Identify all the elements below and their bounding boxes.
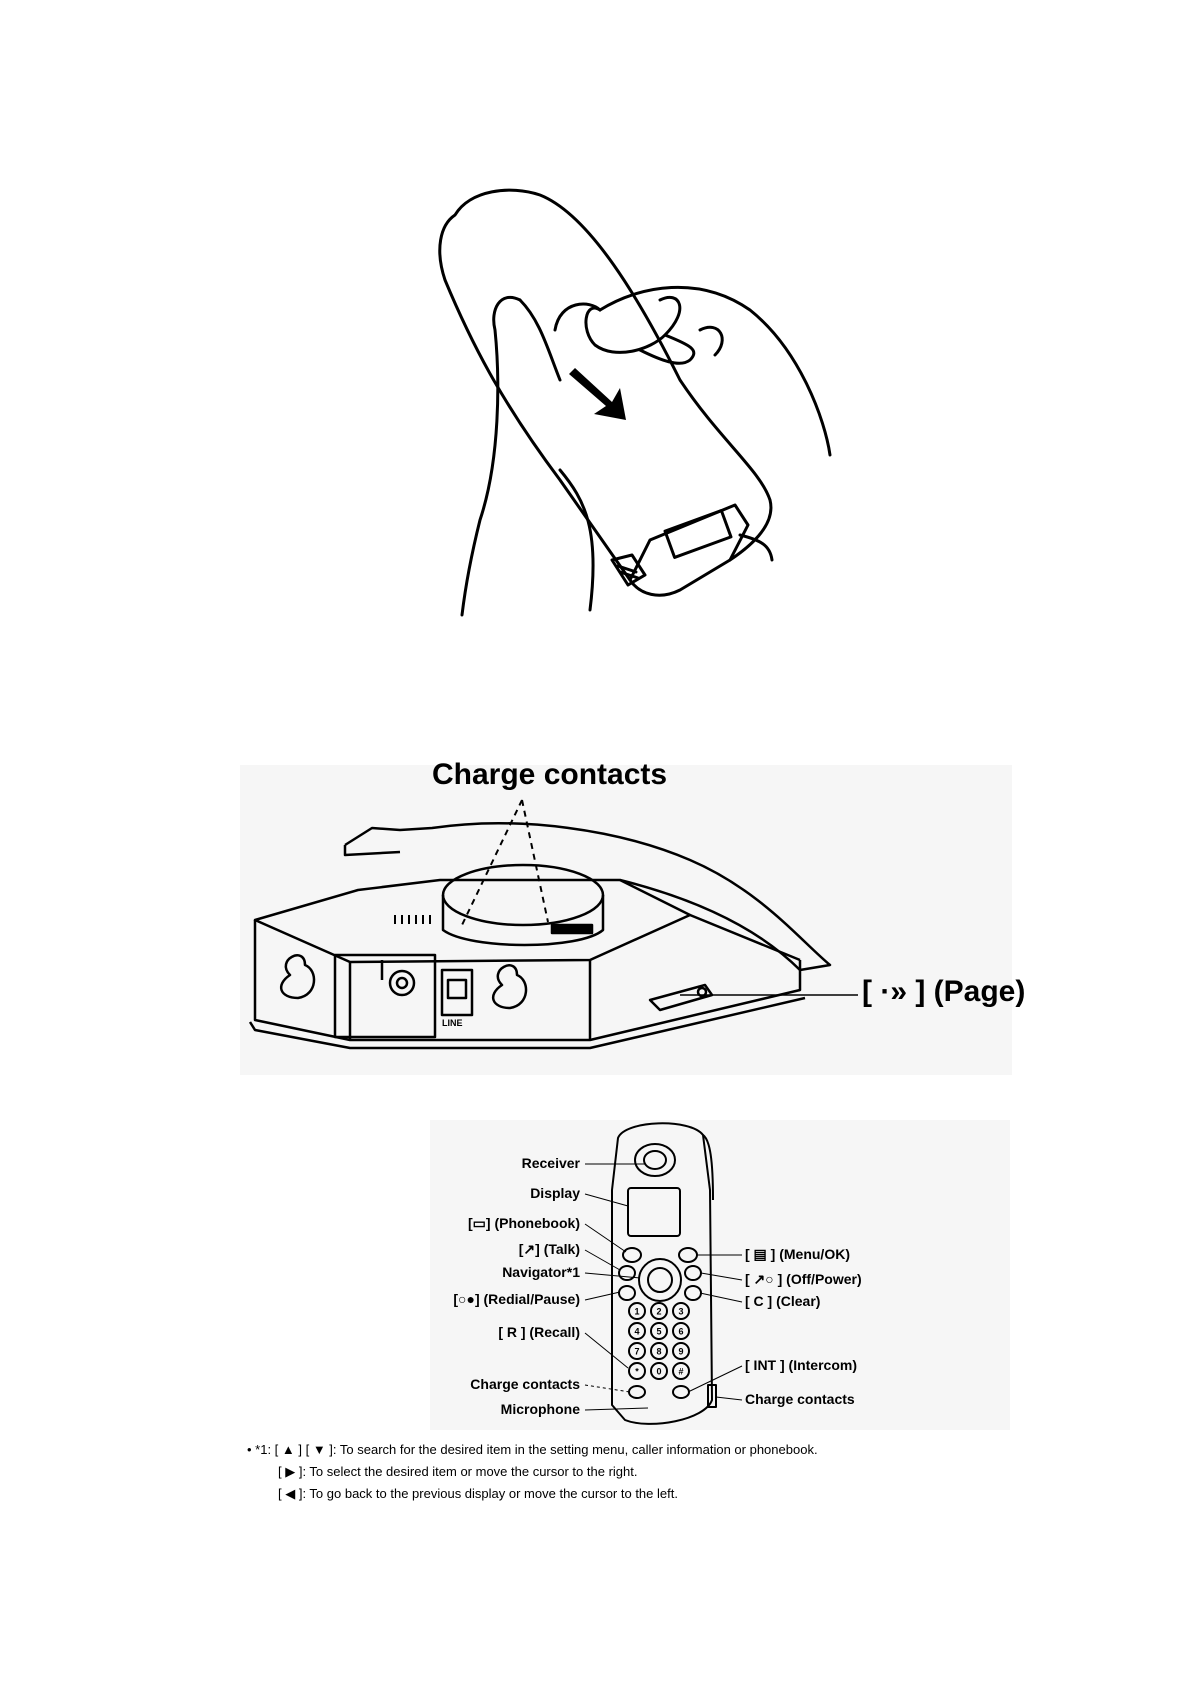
keypad-key-11: 0	[656, 1367, 661, 1377]
display-label: Display	[530, 1185, 580, 1201]
footnote-line-3: [ ◀ ]: To go back to the previous displa…	[278, 1486, 678, 1501]
keypad-key-7: 7	[634, 1347, 639, 1357]
keypad-key-2: 2	[656, 1307, 661, 1317]
base-charge-contacts-title: Charge contacts	[432, 758, 668, 791]
keypad-key-4: 4	[634, 1327, 639, 1337]
footnote-line-1: • *1: [ ▲ ] [ ▼ ]: To search for the des…	[247, 1442, 818, 1457]
talk-label: [↗] (Talk)	[518, 1241, 580, 1257]
charge-contacts-left-label: Charge contacts	[470, 1376, 580, 1392]
keypad-key-5: 5	[656, 1327, 661, 1337]
keypad-key-10: *	[635, 1367, 639, 1377]
page-button-label: [ ·» ] (Page)	[862, 975, 1026, 1008]
line-jack-label: LINE	[442, 1018, 463, 1028]
intercom-label: [ INT ] (Intercom)	[745, 1357, 857, 1373]
charge-contacts-right-label: Charge contacts	[745, 1391, 855, 1407]
handset-panel	[430, 1120, 1010, 1430]
phonebook-label: [▭] (Phonebook)	[468, 1215, 580, 1231]
footnote-line-2: [ ▶ ]: To select the desired item or mov…	[278, 1464, 638, 1479]
keypad-key-1: 1	[634, 1307, 639, 1317]
keypad-key-6: 6	[678, 1327, 683, 1337]
receiver-label: Receiver	[521, 1155, 580, 1171]
base-unit-panel	[240, 765, 1012, 1075]
redial-label: [○●] (Redial/Pause)	[453, 1291, 580, 1307]
recall-label: [ R ] (Recall)	[498, 1324, 580, 1340]
menu-ok-label: [ ▤ ] (Menu/OK)	[745, 1246, 850, 1262]
keypad-key-8: 8	[656, 1347, 661, 1357]
off-power-label: [ ↗○ ] (Off/Power)	[745, 1271, 862, 1287]
clear-label: [ C ] (Clear)	[745, 1293, 821, 1309]
navigator-label: Navigator*1	[502, 1264, 580, 1280]
keypad-key-9: 9	[678, 1347, 683, 1357]
keypad-key-3: 3	[678, 1307, 683, 1317]
keypad-key-12: #	[678, 1367, 683, 1377]
microphone-label: Microphone	[500, 1401, 580, 1417]
